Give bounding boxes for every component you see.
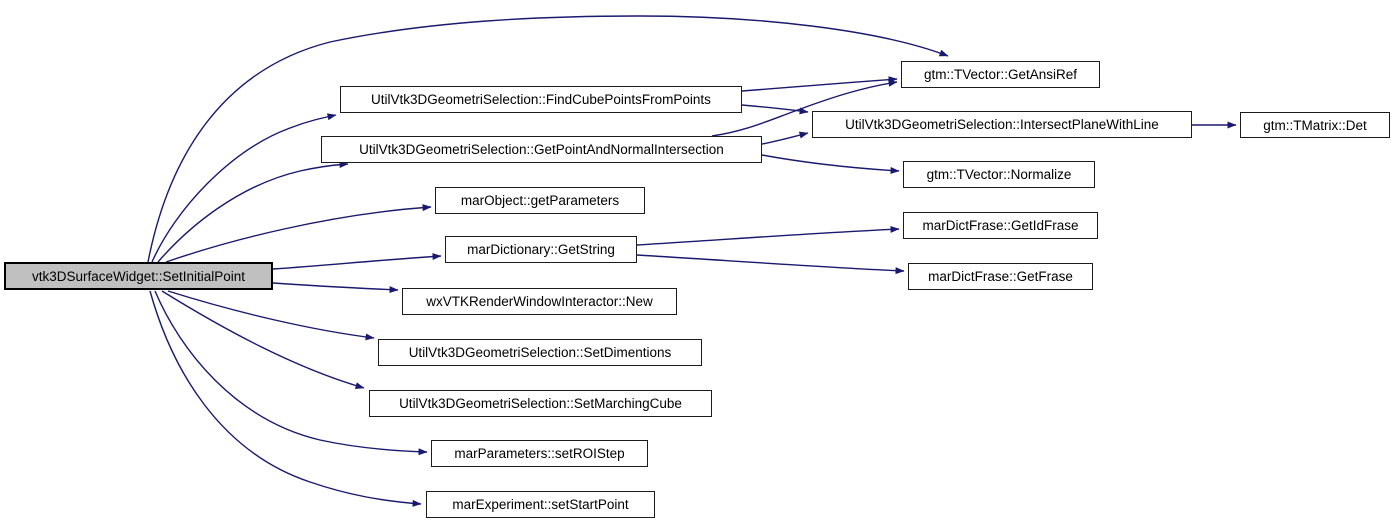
edge-setinitialpoint-getstring (272, 253, 442, 270)
edge-findcubepoints-getansiref (741, 76, 898, 92)
node-tmatrixdet[interactable]: gtm::TMatrix::Det (1240, 112, 1390, 138)
node-wxvtknew[interactable]: wxVTKRenderWindowInteractor::New (402, 288, 677, 315)
node-normalize[interactable]: gtm::TVector::Normalize (903, 161, 1095, 188)
edge-setinitialpoint-setdimentions (167, 290, 375, 341)
node-getparameters[interactable]: marObject::getParameters (435, 187, 645, 214)
node-setinitialpoint: vtk3DSurfaceWidget::SetInitialPoint (4, 262, 273, 290)
node-getfrase[interactable]: marDictFrase::GetFrase (908, 263, 1093, 290)
node-getidfrase[interactable]: marDictFrase::GetIdFrase (903, 212, 1098, 239)
edge-setinitialpoint-wxvtknew (272, 282, 399, 294)
edge-setinitialpoint-setmarchingcube (161, 290, 365, 389)
node-setroistep[interactable]: marParameters::setROIStep (431, 440, 648, 467)
node-intersectplanewithline[interactable]: UtilVtk3DGeometriSelection::IntersectPla… (812, 111, 1192, 138)
node-setdimentions[interactable]: UtilVtk3DGeometriSelection::SetDimention… (378, 339, 702, 366)
node-getpointandnormal[interactable]: UtilVtk3DGeometriSelection::GetPointAndN… (321, 136, 762, 163)
edge-findcubepoints-intersectplanewithline (741, 104, 809, 115)
node-findcubepoints[interactable]: UtilVtk3DGeometriSelection::FindCubePoin… (340, 86, 742, 113)
edge-getstring-getidfrase (636, 225, 900, 246)
node-setmarchingcube[interactable]: UtilVtk3DGeometriSelection::SetMarchingC… (369, 390, 712, 417)
edge-getpointandnormal-intersectplanewithline (761, 131, 809, 145)
edge-setinitialpoint-getpointandnormal (157, 161, 349, 263)
edge-getpointandnormal-normalize (761, 154, 900, 174)
edge-setinitialpoint-findcubepoints (151, 113, 337, 263)
edge-setinitialpoint-setroistep (154, 290, 428, 456)
node-getansiref[interactable]: gtm::TVector::GetAnsiRef (901, 61, 1100, 88)
edge-getstring-getfrase (636, 254, 905, 275)
edge-setinitialpoint-getparameters (165, 204, 432, 263)
node-setstartpoint[interactable]: marExperiment::setStartPoint (426, 491, 655, 518)
node-getstring[interactable]: marDictionary::GetString (445, 236, 637, 263)
